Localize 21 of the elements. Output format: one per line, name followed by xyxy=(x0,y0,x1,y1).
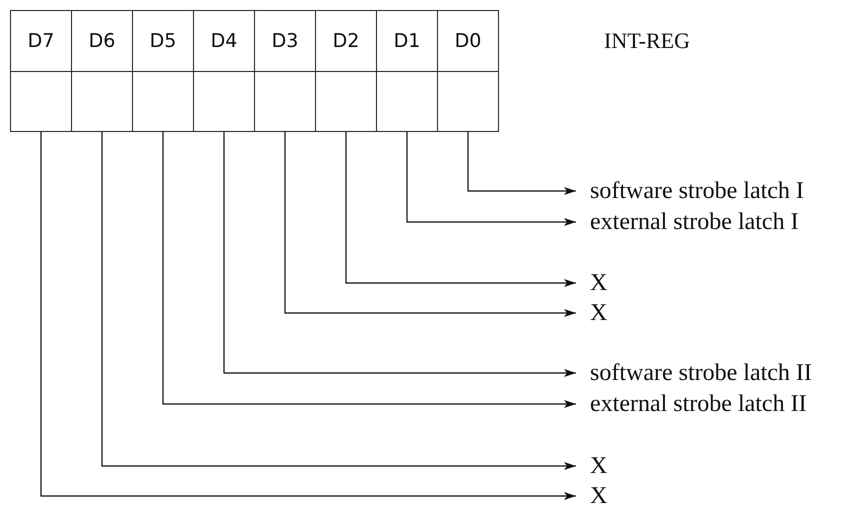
signal-label: X xyxy=(590,453,608,479)
arrow xyxy=(406,132,576,226)
bit-name: D0 xyxy=(437,10,499,72)
arrow xyxy=(345,132,576,287)
bit-name: D7 xyxy=(10,10,72,72)
bit-slot xyxy=(437,70,499,132)
signal-label: X xyxy=(590,483,608,507)
arrow xyxy=(101,132,576,470)
arrow xyxy=(467,132,576,195)
signal-label: external strobe latch I xyxy=(590,209,799,235)
arrow xyxy=(40,132,576,500)
arrow xyxy=(284,132,576,317)
signal-label: X xyxy=(590,300,608,326)
arrow xyxy=(162,132,576,408)
arrow xyxy=(223,132,576,377)
signal-label: software strobe latch I xyxy=(590,178,804,204)
signal-label: X xyxy=(590,270,608,296)
register-name: INT-REG xyxy=(604,28,690,54)
signal-label: software strobe latch II xyxy=(590,360,812,386)
signal-label: external strobe latch II xyxy=(590,391,807,417)
bit-slot xyxy=(10,70,72,132)
